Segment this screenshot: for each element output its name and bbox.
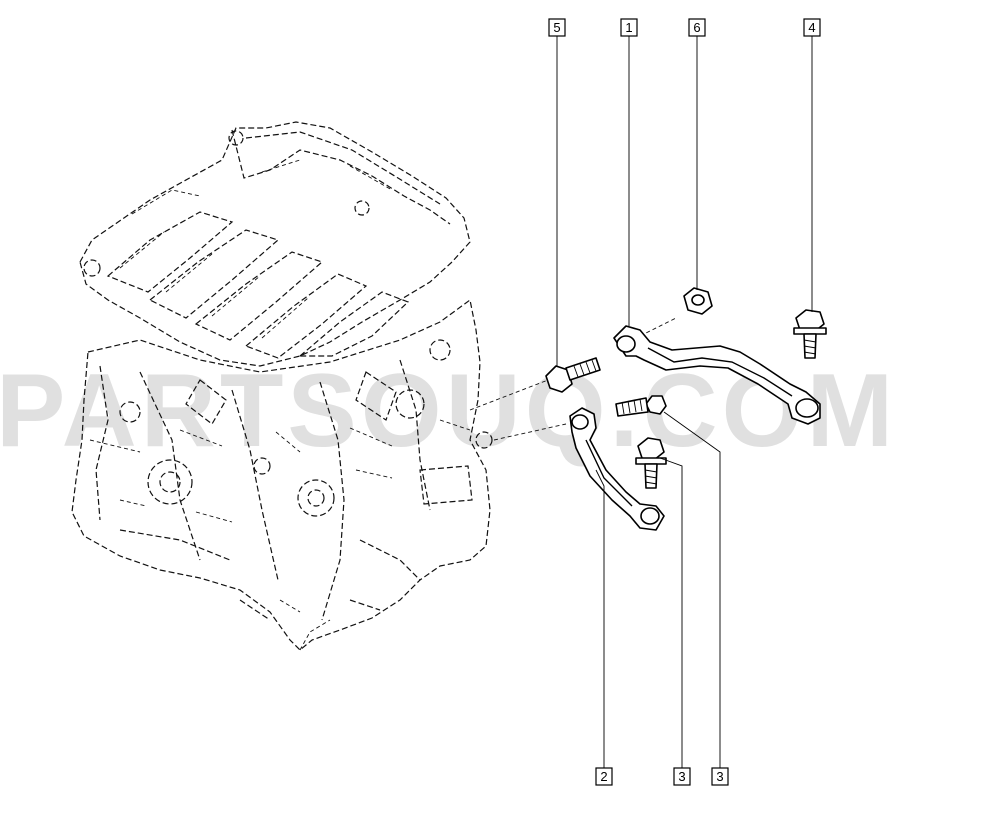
bolt-part-4: [793, 309, 827, 359]
callout-label: 3: [716, 769, 723, 784]
callout-label: 5: [553, 20, 560, 35]
callout-4: 4: [803, 18, 821, 37]
callout-3-lower-bolt: 3: [673, 767, 691, 786]
callout-6: 6: [688, 18, 706, 37]
callout-label: 4: [808, 20, 815, 35]
stud-part-5: [545, 357, 601, 393]
callout-3-upper-bolt: 3: [711, 767, 729, 786]
bracket-part-2: [569, 407, 665, 531]
callout-label: 6: [693, 20, 700, 35]
callout-label: 2: [600, 769, 607, 784]
engine-block-illustration: [71, 121, 493, 651]
callout-2: 2: [595, 767, 613, 786]
bolt-part-3-upper: [615, 395, 667, 417]
callout-5: 5: [548, 18, 566, 37]
nut-part-6: [683, 287, 713, 315]
leader-lines: [556, 36, 813, 768]
callout-label: 1: [625, 20, 632, 35]
installation-guide-lines: [469, 317, 677, 441]
callout-1: 1: [620, 18, 638, 37]
callout-label: 3: [678, 769, 685, 784]
bracket-part-1: [613, 325, 821, 425]
bolt-part-3-lower: [635, 437, 667, 489]
